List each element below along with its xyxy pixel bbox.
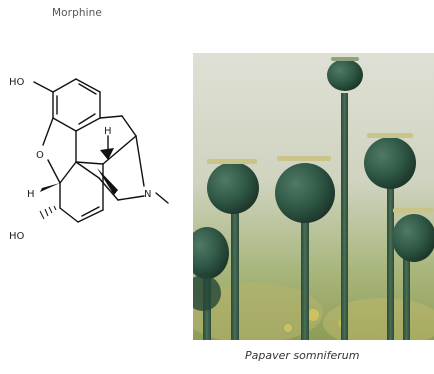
morphine-structure: HO O H H N HO	[9, 77, 169, 242]
poppy-photo	[193, 53, 434, 340]
atom-label-ho-bottom: HO	[9, 231, 25, 242]
atom-label-o: O	[36, 150, 44, 161]
photo-caption: Papaver somniferum	[245, 349, 360, 362]
atom-label-h-left: H	[27, 189, 35, 200]
atom-label-ho-top: HO	[9, 77, 25, 88]
atom-label-h-bridge: H	[104, 126, 112, 137]
atom-label-n: N	[144, 189, 151, 200]
molecule-name: Morphine	[52, 7, 102, 19]
